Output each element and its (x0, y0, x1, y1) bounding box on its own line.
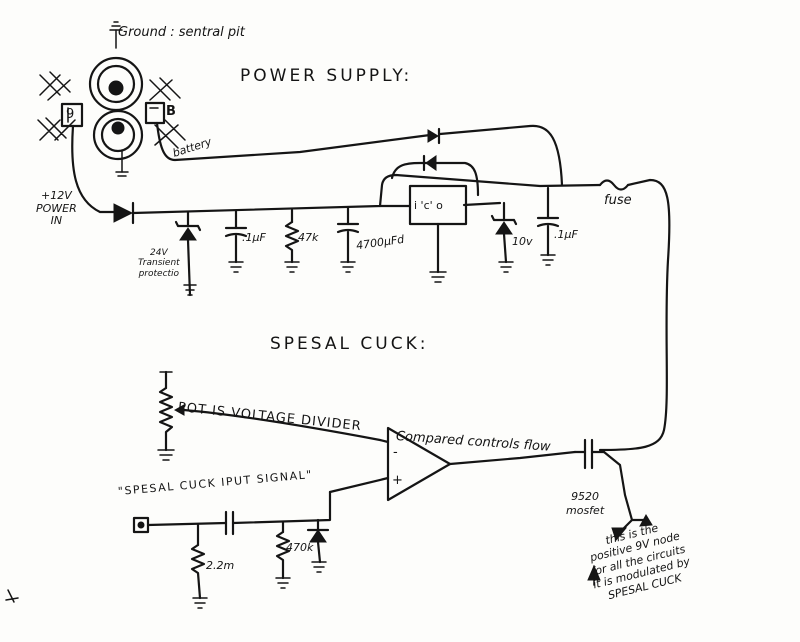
ground-pin-symbol (109, 21, 123, 49)
ground-label: Ground : sentral pit (118, 25, 245, 40)
diode-battery (427, 127, 441, 145)
capacitor-2 (536, 186, 560, 266)
regulator-label: i 'c' o (414, 199, 443, 212)
zener-label: 10v (512, 235, 533, 248)
dc-jack (37, 56, 186, 177)
fuse-label: fuse (604, 193, 632, 208)
capacitor-4700 (336, 206, 360, 273)
tvs-label: 24V Transient protectio (138, 248, 180, 279)
zener-input (306, 518, 330, 573)
resistor-470k (275, 520, 291, 589)
power-supply-title: POWER SUPPLY: (240, 66, 413, 86)
main-rail (131, 154, 602, 215)
tvs-diode (174, 210, 202, 297)
margin-mark (5, 589, 19, 603)
note-arrow (587, 564, 601, 586)
power-wires (71, 121, 564, 214)
spesal-cuck-title: SPESAL CUCK: (270, 334, 429, 354)
opamp-minus: - (393, 445, 398, 460)
res2m-label: 2.2m (206, 559, 235, 572)
power-in-label: +12V POWER IN (36, 189, 77, 228)
jack-left-label: 9 (66, 107, 75, 122)
fuse (598, 178, 671, 452)
cap1-label: .1μF (242, 231, 266, 244)
mosfet-label: 9520 mosfet (566, 490, 605, 517)
resistor-47k (284, 208, 300, 273)
comparator-opamp (328, 426, 577, 502)
cap2-label: .1μF (554, 228, 578, 241)
opamp-plus: + (392, 473, 403, 488)
regulator (408, 184, 468, 283)
res470k-label: 470k (286, 541, 314, 554)
potentiometer (157, 370, 390, 461)
diode-input (113, 201, 135, 225)
res47k-label: 47k (298, 231, 319, 244)
zener-10v (490, 201, 518, 273)
capacitor-1 (224, 209, 248, 273)
resistor-2-2m (190, 522, 208, 609)
input-signal-line (132, 490, 332, 536)
mosfet (573, 438, 653, 542)
jack-right-label: B (166, 104, 176, 119)
